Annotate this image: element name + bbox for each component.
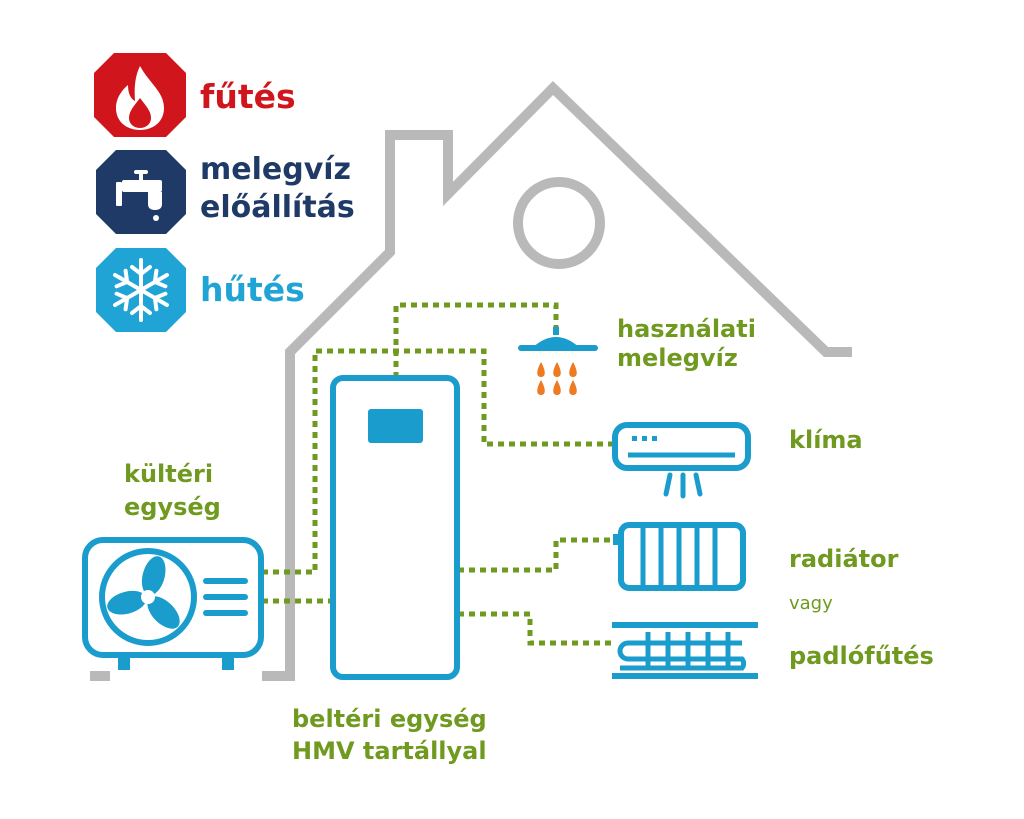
indoor-unit-display bbox=[368, 409, 423, 443]
outdoor-unit bbox=[82, 537, 264, 670]
legend-heating-label: fűtés bbox=[200, 77, 296, 116]
legend-hot-water-label-line2: előállítás bbox=[200, 190, 355, 225]
radiator-label: radiátor bbox=[789, 545, 899, 573]
faucet-icon bbox=[116, 170, 162, 221]
attic-window bbox=[513, 177, 605, 269]
indoor-unit-body bbox=[330, 375, 460, 680]
floor-heating-label: padlófűtés bbox=[789, 642, 934, 670]
legend-cooling-label: hűtés bbox=[200, 270, 305, 309]
air-conditioner-label: klíma bbox=[789, 426, 863, 454]
indoor-unit bbox=[330, 375, 460, 680]
snowflake-icon bbox=[113, 258, 169, 322]
outdoor-unit-fan-ring bbox=[99, 548, 197, 646]
indoor-unit-label-line2: HMV tartállyal bbox=[292, 737, 487, 765]
outdoor-unit-label-line2: egység bbox=[124, 493, 221, 521]
air-conditioner-icon bbox=[612, 422, 751, 499]
outdoor-unit-label-line1: kültéri bbox=[124, 460, 214, 488]
house-outline bbox=[90, 80, 852, 681]
house-walls-roof bbox=[262, 80, 852, 681]
pipe-floor-heating bbox=[458, 611, 612, 646]
legend-heating-tile bbox=[94, 53, 186, 137]
shower-head-icon bbox=[518, 327, 598, 351]
indoor-unit-label-line1: beltéri egység bbox=[292, 705, 487, 733]
pipe-hot-water bbox=[393, 302, 559, 378]
legend-cooling-tile bbox=[96, 248, 186, 332]
pipes bbox=[262, 302, 616, 646]
hot-water-tap-label-line1: használati bbox=[617, 315, 756, 343]
floor-heating-icon bbox=[612, 622, 758, 679]
outdoor-unit-vents bbox=[203, 578, 248, 616]
flame-icon bbox=[116, 66, 164, 130]
legend-hot-water-label-line1: melegvíz bbox=[200, 152, 352, 187]
legend-hot-water-tile bbox=[96, 150, 186, 234]
water-drops-icon bbox=[537, 362, 577, 395]
or-label: vagy bbox=[789, 593, 833, 614]
pipe-radiator bbox=[458, 537, 616, 573]
hot-water-tap-label-line2: melegvíz bbox=[617, 344, 738, 372]
fan-icon bbox=[107, 556, 180, 629]
pipe-outdoor-upper bbox=[262, 348, 612, 575]
outdoor-unit-body bbox=[82, 537, 264, 658]
radiator-icon bbox=[613, 522, 746, 591]
